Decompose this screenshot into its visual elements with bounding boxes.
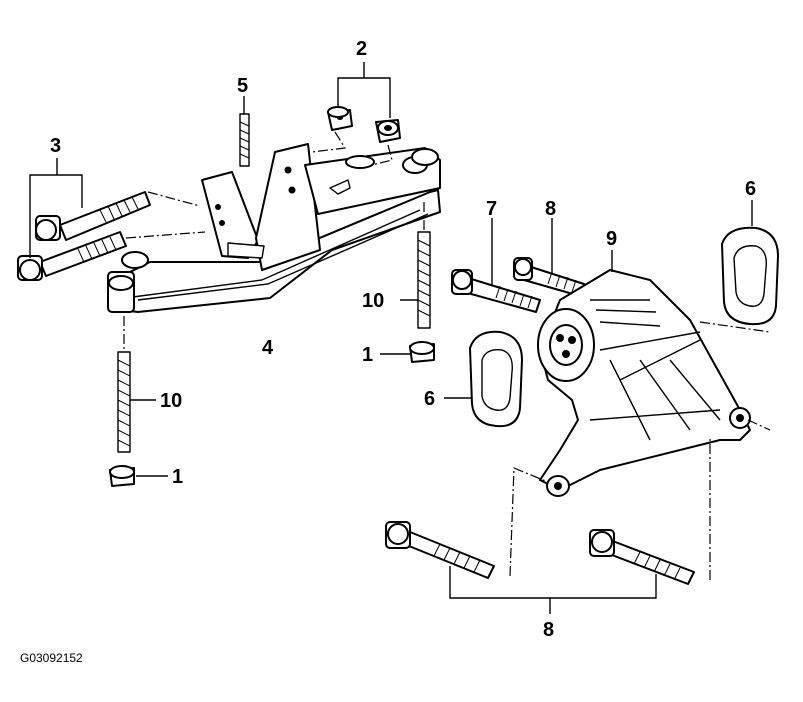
pad-middle[interactable] xyxy=(444,330,523,428)
bolt-pair-left[interactable] xyxy=(17,158,206,281)
callout-mount: 9 xyxy=(606,228,617,250)
nut-upper[interactable] xyxy=(380,341,435,363)
nut-pair[interactable] xyxy=(311,62,401,166)
stud-left[interactable] xyxy=(117,316,156,453)
bolt-upper[interactable] xyxy=(451,218,541,313)
callout-bolt-pair-bottom: 8 xyxy=(543,619,554,641)
callout-bolt-small: 8 xyxy=(545,198,556,220)
callout-nut-upper: 1 xyxy=(362,344,373,366)
nut-lower[interactable] xyxy=(109,465,168,487)
bolt-pair-bottom[interactable] xyxy=(385,438,711,614)
stud-top[interactable] xyxy=(239,96,250,167)
callout-pad-right: 6 xyxy=(745,178,756,200)
callout-stud-left: 10 xyxy=(160,390,182,412)
bolt-small[interactable] xyxy=(513,218,585,297)
bracket-part[interactable] xyxy=(107,143,441,313)
stud-right[interactable] xyxy=(400,202,431,329)
callout-nut-lower: 1 xyxy=(172,466,183,488)
callout-nut-pair: 2 xyxy=(356,38,367,60)
callout-stud-right: 10 xyxy=(362,290,384,312)
callout-stud-top: 5 xyxy=(237,75,248,97)
mount-part[interactable] xyxy=(537,250,771,497)
callout-bolt-pair-left: 3 xyxy=(50,135,61,157)
callout-bolt-upper: 7 xyxy=(486,198,497,220)
callout-pad-middle: 6 xyxy=(424,388,435,410)
figure-id: G03092152 xyxy=(20,651,83,665)
callout-bracket: 4 xyxy=(262,337,274,359)
pad-right[interactable] xyxy=(721,200,779,326)
